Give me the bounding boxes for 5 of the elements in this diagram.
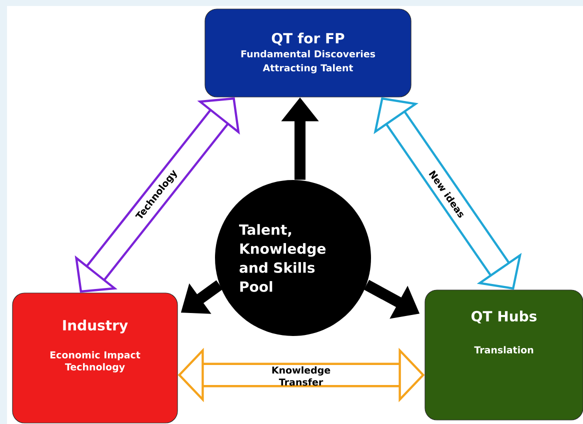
process-box: QT for FP Fundamental Discoveries Attracting Talent: [204, 8, 412, 98]
arrow: [374, 97, 522, 290]
process-box: QT Hubs Translation: [424, 290, 583, 420]
process-box: Industry Economic Impact Technology: [12, 292, 178, 424]
edge-label: Knowledge Transfer: [272, 366, 330, 386]
